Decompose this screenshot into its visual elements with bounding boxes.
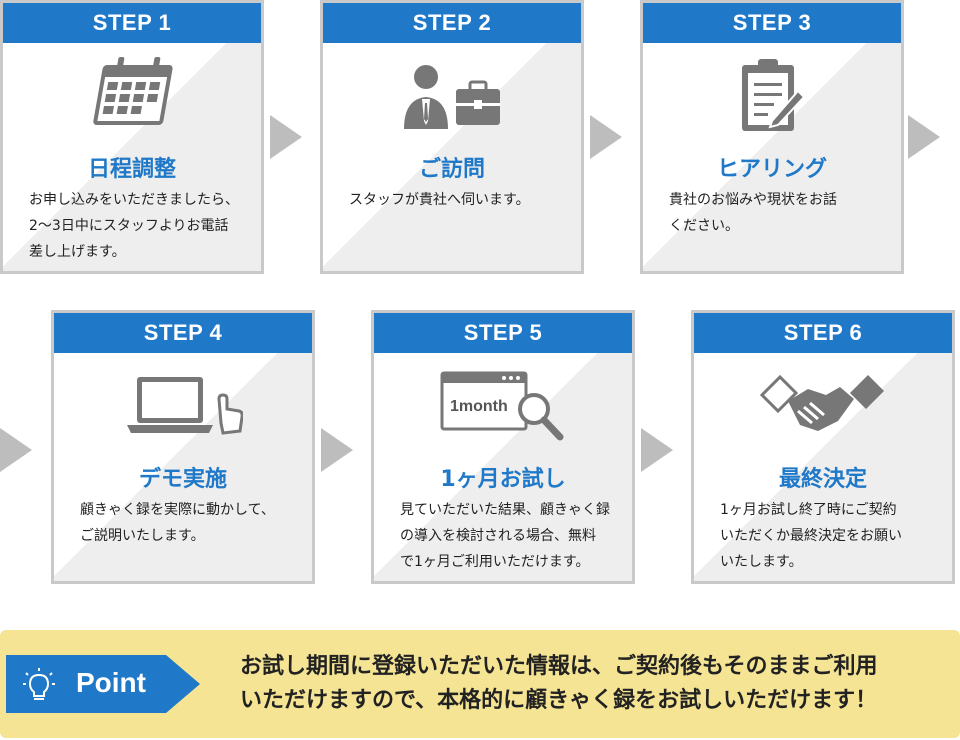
step-card-1: STEP 1 日程調整 お申し込みをいただきましたら、2〜3日中にスタッフよりお…: [0, 0, 264, 274]
clipboard-icon: [732, 55, 812, 139]
step-title: デモ実施: [138, 467, 227, 492]
step-title: 最終決定: [778, 467, 867, 492]
step-label: STEP 1: [3, 3, 261, 43]
step-description: 顧きゃく録を実際に動かして、ご説明いたします。: [80, 502, 275, 544]
step-description: スタッフが貴社へ伺います。: [349, 192, 530, 208]
browser-magnifier-icon: 1month: [438, 365, 568, 449]
step-arrow: [0, 428, 32, 472]
point-text: お試し期間に登録いただいた情報は、ご契約後もそのままご利用 いただけますので、本…: [240, 654, 878, 713]
step-title: ヒアリング: [716, 157, 827, 182]
step-title: 日程調整: [87, 157, 176, 182]
step-arrow: [641, 428, 673, 472]
step-arrow: [908, 115, 940, 159]
laptop-pointer-icon: [123, 365, 244, 449]
step-label: STEP 6: [694, 313, 952, 353]
staff-briefcase-icon: [400, 55, 504, 139]
step-arrow: [590, 115, 622, 159]
point-banner: Point お試し期間に登録いただいた情報は、ご契約後もそのままご利用 いただけ…: [0, 630, 960, 738]
step-description: 貴社のお悩みや現状をお話ください。: [669, 192, 837, 234]
step-title: ご訪問: [418, 157, 485, 182]
step-card-4: STEP 4 デモ実施 顧きゃく録を実際に動かして、ご説明いたします。: [51, 310, 315, 584]
calendar-icon: [87, 55, 177, 139]
step-card-5: STEP 5 1month 1ヶ月お試し 見ていただいた結果、顧きゃく録の導入を…: [371, 310, 635, 584]
step-description: お申し込みをいただきましたら、2〜3日中にスタッフよりお電話差し上げます。: [29, 192, 239, 260]
icon-month-text: 1month: [450, 398, 508, 415]
step-description: 1ヶ月お試し終了時にご契約いただくか最終決定をお願いいたします。: [720, 502, 902, 570]
step-description: 見ていただいた結果、顧きゃく録の導入を検討される場合、無料で1ヶ月ご利用いただけ…: [400, 502, 610, 570]
step-label: STEP 2: [323, 3, 581, 43]
step-title: 1ヶ月お試し: [440, 467, 566, 492]
step-label: STEP 3: [643, 3, 901, 43]
handshake-icon: [758, 365, 888, 449]
step-label: STEP 5: [374, 313, 632, 353]
step-card-2: STEP 2 ご訪問 スタッフが貴社へ伺います。: [320, 0, 584, 274]
point-tag-arrow: [166, 655, 200, 713]
point-label: Point: [76, 667, 146, 698]
step-arrow: [270, 115, 302, 159]
step-label: STEP 4: [54, 313, 312, 353]
step-card-3: STEP 3 ヒアリング 貴社のお悩みや現状をお話ください。: [640, 0, 904, 274]
point-tag: Point: [6, 655, 166, 713]
step-arrow: [321, 428, 353, 472]
step-card-6: STEP 6 最終決定 1ヶ月お試し終了時にご契約いただくか最終決定をお願いいた…: [691, 310, 955, 584]
lightbulb-icon: [22, 667, 56, 707]
